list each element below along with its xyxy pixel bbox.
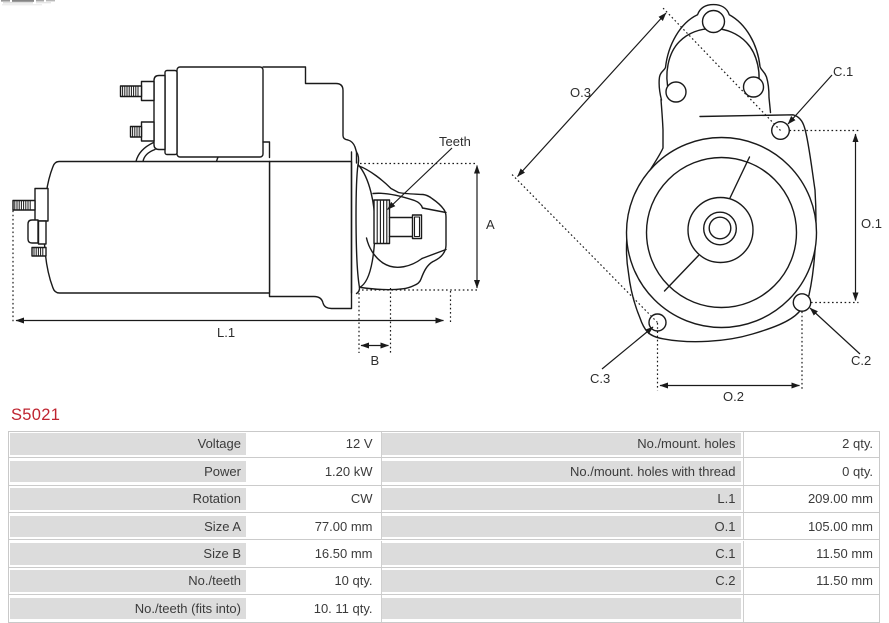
svg-text:C.2: C.2 — [851, 353, 871, 368]
svg-text:B: B — [371, 353, 380, 368]
svg-text:O.3: O.3 — [570, 85, 591, 100]
svg-text:L.1: L.1 — [217, 325, 235, 340]
svg-text:C.1: C.1 — [833, 64, 853, 79]
svg-text:Teeth: Teeth — [439, 134, 471, 149]
svg-text:C.3: C.3 — [590, 371, 610, 386]
svg-text:O.2: O.2 — [723, 389, 744, 404]
svg-text:O.1: O.1 — [861, 216, 882, 231]
svg-text:A: A — [486, 217, 495, 232]
